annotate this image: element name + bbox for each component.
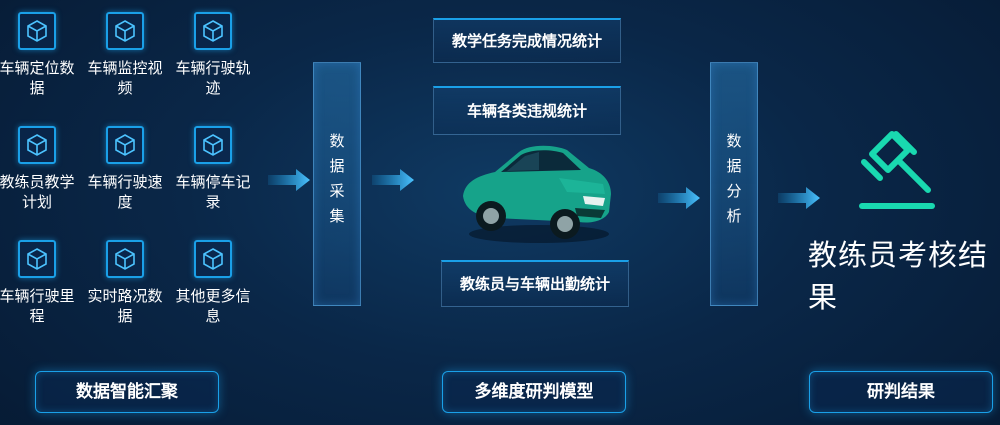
data-analysis-bar: 数据分析 — [710, 62, 758, 306]
source-label: 其他更多信息 — [175, 287, 251, 325]
flow-arrow-icon — [268, 169, 310, 191]
cube-icon — [194, 126, 232, 164]
cube-icon — [194, 12, 232, 50]
source-label: 车辆行驶里程 — [0, 287, 75, 325]
stat-violation: 车辆各类违规统计 — [433, 86, 621, 135]
cube-icon — [18, 126, 56, 164]
source-label: 车辆停车记录 — [175, 173, 251, 211]
source-tile-track: 车辆行驶轨迹 — [173, 12, 253, 98]
cube-icon — [106, 240, 144, 278]
source-tile-location: 车辆定位数据 — [0, 12, 77, 98]
stat-teaching: 教学任务完成情况统计 — [433, 18, 621, 63]
cube-icon — [106, 12, 144, 50]
source-tile-parking: 车辆停车记录 — [173, 126, 253, 212]
result-text: 教练员考核结果 — [808, 238, 989, 314]
data-collect-label: 数据采集 — [327, 133, 346, 233]
cube-icon — [106, 126, 144, 164]
source-label: 教练员教学计划 — [0, 173, 75, 211]
source-label: 车辆行驶速度 — [87, 173, 163, 211]
source-label: 实时路况数据 — [87, 287, 163, 325]
cube-icon — [18, 12, 56, 50]
car-icon — [463, 145, 611, 243]
source-tile-more: 其他更多信息 — [173, 240, 253, 326]
source-label: 车辆行驶轨迹 — [175, 59, 251, 97]
source-label: 车辆定位数据 — [0, 59, 75, 97]
category-judgment-result: 研判结果 — [809, 371, 993, 413]
source-tile-speed: 车辆行驶速度 — [85, 126, 165, 212]
flow-arrow-icon — [778, 187, 820, 209]
source-tile-teaching-plan: 教练员教学计划 — [0, 126, 77, 212]
stat-attendance: 教练员与车辆出勤统计 — [441, 260, 629, 307]
source-tile-video: 车辆监控视频 — [85, 12, 165, 98]
data-collect-bar: 数据采集 — [313, 62, 361, 306]
cube-icon — [194, 240, 232, 278]
cube-icon — [18, 240, 56, 278]
gavel-icon — [859, 131, 935, 209]
data-analysis-label: 数据分析 — [724, 133, 743, 233]
source-label: 车辆监控视频 — [87, 59, 163, 97]
flow-arrow-icon — [372, 169, 414, 191]
source-tile-traffic: 实时路况数据 — [85, 240, 165, 326]
category-data-aggregation: 数据智能汇聚 — [35, 371, 219, 413]
category-judgment-model: 多维度研判模型 — [442, 371, 626, 413]
source-tile-mileage: 车辆行驶里程 — [0, 240, 77, 326]
flow-arrow-icon — [658, 187, 700, 209]
